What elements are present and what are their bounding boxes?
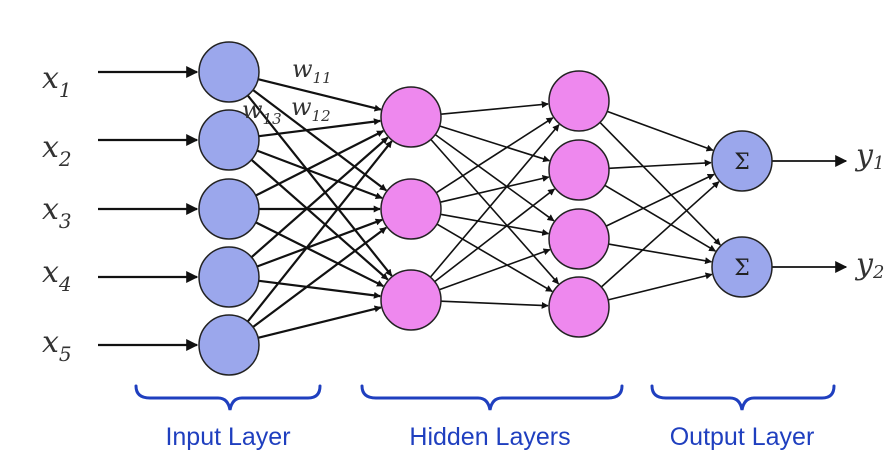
input-layer-label: Input Layer (165, 423, 290, 451)
edge-l0-n4-to-n2 (257, 305, 382, 339)
output-labels: y1 y2 (854, 138, 884, 283)
edge-l0-n4-to-n0 (246, 140, 393, 323)
hidden-node-l2-1 (548, 70, 610, 132)
output-label-y1: y1 (854, 138, 884, 174)
edge-l0-n0-to-n0 (257, 78, 382, 112)
input-node-l0-3 (198, 178, 260, 240)
hidden-node-l2-3 (548, 208, 610, 270)
weight-label-w12: w12 (291, 93, 331, 125)
edge-l1-n0-to-n2 (434, 133, 555, 222)
input-node-l0-4 (198, 246, 260, 308)
layer-labels: Input Layer Hidden Layers Output Layer (165, 423, 814, 451)
edge-l1-n2-to-n0 (429, 124, 560, 278)
hidden-layers-brace (360, 384, 624, 411)
edge-l2-n2-to-n1 (608, 243, 713, 265)
hidden-node-l1-3 (380, 269, 442, 331)
input-layer-brace (134, 384, 322, 411)
edge-l0-n1-to-n2 (250, 158, 389, 281)
input-node-l0-1 (198, 41, 260, 103)
input-label-x2: x2 (42, 130, 72, 171)
output-node-l3-1 (711, 130, 773, 192)
hidden-layers-label: Hidden Layers (409, 423, 570, 451)
output-label-y2: y2 (854, 247, 884, 283)
edge-l2-n0-to-n0 (606, 110, 714, 152)
hidden-node-l1-2 (380, 178, 442, 240)
output-node-l3-2 (711, 236, 773, 298)
input-labels: x1 x2 x3 x4 x5 (42, 61, 72, 366)
output-layer-brace (650, 384, 836, 411)
edge-l0-n1-to-n1 (256, 149, 383, 200)
edge-l2-n2-to-n0 (605, 173, 715, 227)
edge-l0-n3-to-n2 (258, 279, 381, 299)
input-node-l0-5 (198, 314, 260, 376)
edge-l1-n1-to-n0 (435, 117, 554, 194)
edge-l1-n1-to-n3 (436, 223, 553, 293)
sigma-symbol-2: Σ (734, 256, 750, 281)
hidden-node-l2-2 (548, 139, 610, 201)
edge-l0-n2-to-n0 (255, 130, 384, 197)
weight-labels: w11 w12 w13 (242, 55, 332, 128)
edge-l1-n2-to-n3 (440, 300, 549, 309)
edge-l1-n2-to-n1 (434, 188, 556, 283)
edge-l1-n1-to-n1 (440, 175, 550, 203)
edge-l0-n2-to-n2 (255, 221, 384, 288)
edge-l1-n1-to-n2 (440, 213, 550, 236)
edge-l0-n1-to-n0 (258, 118, 381, 138)
input-label-x5: x5 (42, 325, 72, 366)
weight-label-w11: w11 (292, 55, 332, 87)
edge-l2-n1-to-n0 (608, 159, 712, 170)
input-node-l0-2 (198, 109, 260, 171)
edge-l1-n0-to-n0 (440, 101, 549, 115)
output-layer-label: Output Layer (670, 423, 815, 451)
sigma-symbol-1: Σ (734, 150, 750, 175)
edge-l1-n0-to-n1 (439, 125, 551, 163)
neuron-nodes: ΣΣ (198, 41, 773, 376)
edge-l0-n3-to-n0 (250, 136, 389, 259)
edge-l1-n2-to-n2 (438, 248, 551, 291)
edge-l2-n3-to-n0 (600, 181, 720, 288)
hidden-node-l2-4 (548, 276, 610, 338)
edge-l0-n0-to-n2 (246, 94, 393, 277)
edge-l2-n1-to-n1 (604, 184, 717, 252)
connection-edges (246, 78, 721, 339)
edge-l0-n0-to-n1 (252, 89, 387, 192)
hidden-node-l1-1 (380, 86, 442, 148)
edge-l0-n3-to-n1 (256, 218, 383, 268)
input-label-x1: x1 (42, 61, 72, 102)
input-label-x4: x4 (42, 255, 72, 296)
layer-braces (134, 384, 836, 411)
edge-l1-n0-to-n3 (430, 138, 560, 285)
edge-l0-n4-to-n1 (252, 226, 387, 328)
edge-l2-n0-to-n1 (599, 121, 721, 246)
input-label-x3: x3 (42, 192, 72, 233)
weight-label-w13: w13 (242, 96, 282, 128)
io-arrows (98, 66, 848, 351)
edge-l2-n3-to-n1 (607, 272, 713, 301)
